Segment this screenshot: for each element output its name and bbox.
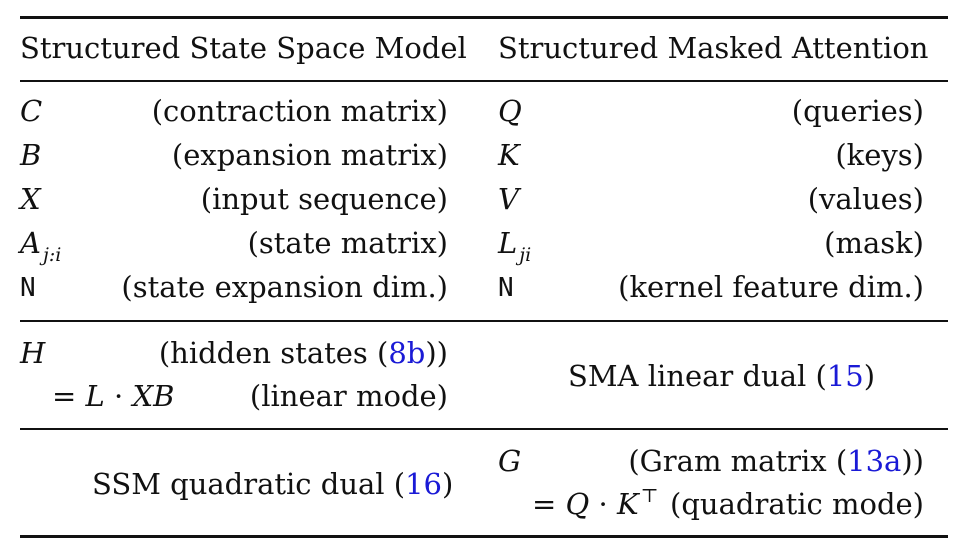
- eq-xb: XB: [132, 379, 175, 413]
- gram-desc-post: )): [901, 444, 924, 478]
- header-rule: [20, 80, 948, 82]
- sma-desc-l: (mask): [824, 226, 924, 260]
- top-rule: [20, 16, 948, 19]
- sma-desc-q: (queries): [791, 94, 924, 128]
- quadratic-mode-equation: = Q · K⊤: [532, 487, 659, 521]
- eq-ref-8b[interactable]: 8b: [388, 336, 426, 370]
- ssm-symbol-n: N: [20, 273, 36, 303]
- sma-desc-k: (keys): [835, 138, 924, 172]
- eq-ref-15[interactable]: 15: [826, 359, 864, 393]
- eq2-prefix: =: [532, 487, 566, 521]
- eq-l: L: [85, 379, 105, 413]
- gram-desc: (Gram matrix (13a)): [580, 447, 924, 476]
- sma-desc-n: (kernel feature dim.): [618, 270, 924, 304]
- eq2-q: Q: [565, 487, 590, 521]
- ssm-symbol-x: X: [20, 182, 41, 216]
- ssm-symbol-a-main: A: [20, 226, 41, 260]
- hidden-states-pre: (hidden states (: [158, 336, 389, 370]
- ssm-symbol-b: B: [20, 138, 42, 172]
- header-sma: Structured Masked Attention: [498, 31, 929, 65]
- sma-desc-v: (values): [807, 182, 924, 216]
- eq-ref-16[interactable]: 16: [405, 467, 443, 501]
- ssm-desc-n: (state expansion dim.): [121, 270, 448, 304]
- sma-symbol-k: K: [498, 138, 520, 172]
- eq2-k: K: [616, 487, 639, 521]
- ssm-desc-x: (input sequence): [200, 182, 448, 216]
- sma-linear-dual-pre: SMA linear dual (: [568, 359, 827, 393]
- hidden-states-post: )): [425, 336, 448, 370]
- sma-symbol-l-sub: ji: [519, 244, 532, 266]
- ssm-quadratic-dual-pre: SSM quadratic dual (: [92, 467, 406, 501]
- hidden-states-desc: (hidden states (8b)): [120, 339, 448, 368]
- eq-ref-13a[interactable]: 13a: [847, 444, 902, 478]
- sma-symbol-l-main: L: [498, 226, 518, 260]
- gram-desc-pre: (Gram matrix (: [628, 444, 848, 478]
- sma-symbol-v: V: [498, 182, 519, 216]
- ssm-desc-b: (expansion matrix): [171, 138, 448, 172]
- header-ssm: Structured State Space Model: [20, 31, 467, 65]
- sma-symbol-q: Q: [498, 94, 522, 128]
- ssm-quadratic-dual: SSM quadratic dual (16): [92, 470, 453, 499]
- eq2-transpose: ⊤: [640, 485, 659, 507]
- eq-dot: ·: [104, 379, 133, 413]
- ssm-desc-a: (state matrix): [247, 226, 448, 260]
- ssm-symbol-c: C: [20, 94, 43, 128]
- linear-mode-equation: = L · XB: [52, 382, 174, 411]
- sma-symbol-n: N: [498, 273, 514, 303]
- ssm-desc-c: (contraction matrix): [151, 94, 448, 128]
- sma-linear-dual-post: ): [863, 359, 876, 393]
- section-rule-2: [20, 428, 948, 430]
- sma-linear-dual: SMA linear dual (15): [568, 362, 875, 391]
- linear-mode-label: (linear mode): [249, 379, 448, 413]
- section-rule-1: [20, 320, 948, 322]
- gram-symbol: G: [498, 444, 522, 478]
- eq2-dot: ·: [589, 487, 617, 521]
- ssm-symbol-a-sub: j:i: [42, 244, 62, 266]
- eq-prefix: =: [52, 379, 86, 413]
- ssm-quadratic-dual-post: ): [442, 467, 454, 501]
- quadratic-mode-label: (quadratic mode): [670, 487, 924, 521]
- bottom-rule: [20, 535, 948, 538]
- hidden-states-symbol: H: [20, 336, 46, 370]
